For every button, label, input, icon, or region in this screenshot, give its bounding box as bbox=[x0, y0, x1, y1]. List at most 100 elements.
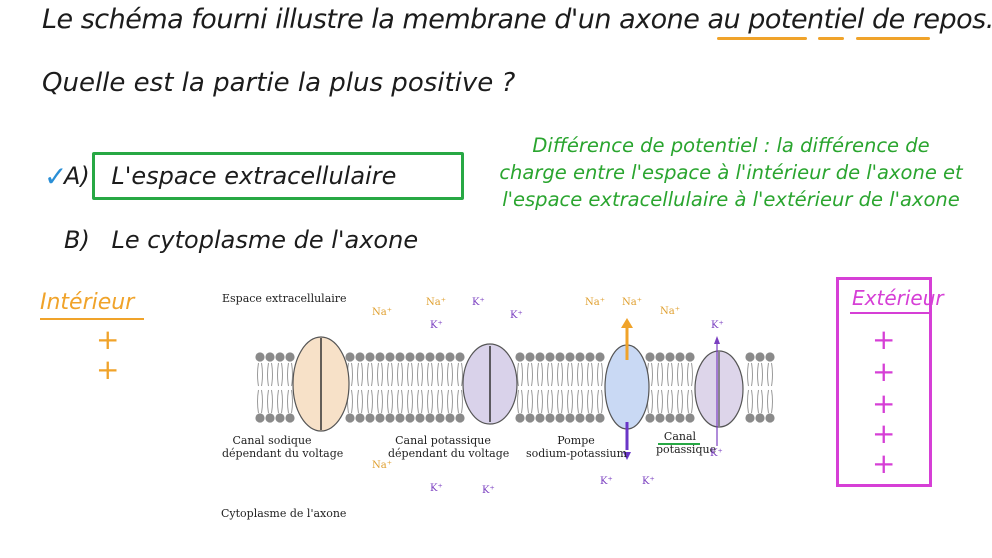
lipid-head bbox=[355, 413, 365, 423]
lipid-head bbox=[285, 413, 295, 423]
option-a[interactable]: A) L'espace extracellulaire bbox=[64, 162, 396, 190]
lipid-tail bbox=[277, 362, 279, 387]
lipid-tail bbox=[441, 362, 443, 387]
lipid-tail bbox=[691, 362, 693, 387]
definition-note: Différence de potentiel : la différence … bbox=[499, 134, 963, 211]
lipid-tail bbox=[677, 362, 679, 387]
na-ion: Na⁺ bbox=[660, 306, 680, 317]
lipid-tail bbox=[291, 389, 293, 414]
lipid-tail bbox=[451, 389, 453, 414]
pump-label-line2: sodium-potassium bbox=[526, 447, 628, 460]
k-leak-channel-label-line2: potassique bbox=[656, 443, 717, 456]
lipid-head bbox=[665, 413, 675, 423]
lipid-tail bbox=[587, 362, 589, 387]
lipid-head bbox=[575, 413, 585, 423]
lipid-head bbox=[395, 352, 405, 362]
option-a-text: L'espace extracellulaire bbox=[111, 162, 397, 190]
lipid-tail bbox=[381, 362, 383, 387]
lipid-head bbox=[665, 352, 675, 362]
lipid-tail bbox=[687, 362, 689, 387]
lipid-tail bbox=[557, 362, 559, 387]
lipid-tail bbox=[257, 389, 259, 414]
k-leak-channel-label-line1: Canal bbox=[663, 430, 697, 443]
lipid-tail bbox=[361, 362, 363, 387]
lipid-tail bbox=[421, 362, 423, 387]
lipid-tail bbox=[267, 389, 269, 414]
lipid-tail bbox=[381, 389, 383, 414]
lipid-tail bbox=[521, 362, 523, 387]
lipid-tail bbox=[407, 389, 409, 414]
lipid-tail bbox=[591, 362, 593, 387]
lipid-tail bbox=[351, 389, 353, 414]
lipid-head bbox=[265, 352, 275, 362]
lipid-tail bbox=[651, 389, 653, 414]
lipid-tail bbox=[437, 362, 439, 387]
lipid-head bbox=[585, 352, 595, 362]
exterior-label-underline bbox=[850, 312, 932, 314]
lipid-head bbox=[535, 352, 545, 362]
lipid-tail bbox=[657, 389, 659, 414]
lipid-head bbox=[675, 352, 685, 362]
lipid-tail bbox=[287, 362, 289, 387]
lipid-tail bbox=[671, 389, 673, 414]
exterior-box bbox=[836, 277, 932, 487]
lipid-tail bbox=[557, 389, 559, 414]
lipid-tail bbox=[561, 362, 563, 387]
lipid-head bbox=[415, 413, 425, 423]
lipid-tail bbox=[537, 362, 539, 387]
lipid-tail bbox=[601, 362, 603, 387]
lipid-tail bbox=[757, 389, 759, 414]
option-b[interactable]: B) Le cytoplasme de l'axone bbox=[64, 226, 418, 254]
lipid-tail bbox=[391, 362, 393, 387]
k-ion: K⁺ bbox=[600, 476, 613, 487]
lipid-tail bbox=[427, 362, 429, 387]
lipid-tail bbox=[517, 362, 519, 387]
sodium-channel-label-line1: Canal sodique bbox=[232, 434, 312, 447]
lipid-tail bbox=[517, 389, 519, 414]
pump-label-line1: Pompe bbox=[557, 434, 595, 447]
lipid-head bbox=[515, 413, 525, 423]
lipid-tail bbox=[677, 389, 679, 414]
potassium-channel-label-line2: dépendant du voltage bbox=[388, 447, 510, 460]
option-b-letter: B) bbox=[64, 226, 90, 254]
lipid-tail bbox=[681, 389, 683, 414]
lipid-tail bbox=[597, 389, 599, 414]
exterior-plus-sign: + bbox=[872, 447, 896, 480]
k-ion: K⁺ bbox=[711, 320, 724, 331]
sodium-channel-label-line2: dépendant du voltage bbox=[222, 447, 344, 460]
lipid-tail bbox=[411, 362, 413, 387]
lipid-head bbox=[655, 413, 665, 423]
lipid-tail bbox=[661, 362, 663, 387]
lipid-head bbox=[435, 352, 445, 362]
lipid-head bbox=[375, 413, 385, 423]
lipid-head bbox=[415, 352, 425, 362]
lipid-tail bbox=[417, 389, 419, 414]
lipid-tail bbox=[691, 389, 693, 414]
question-line-2: Quelle est la partie la plus positive ? bbox=[42, 68, 516, 98]
cytoplasm-label: Cytoplasme de l'axone bbox=[221, 507, 347, 520]
lipid-tail bbox=[397, 362, 399, 387]
lipid-head bbox=[575, 352, 585, 362]
underline-potentiel bbox=[717, 37, 807, 40]
lipid-tail bbox=[671, 362, 673, 387]
lipid-tail bbox=[771, 362, 773, 387]
pump-label: Pompe sodium-potassium bbox=[526, 434, 628, 460]
lipid-tail bbox=[281, 362, 283, 387]
option-b-text: Le cytoplasme de l'axone bbox=[111, 226, 419, 254]
lipid-tail bbox=[357, 389, 359, 414]
lipid-head bbox=[565, 413, 575, 423]
lipid-head bbox=[765, 352, 775, 362]
lipid-tail bbox=[377, 362, 379, 387]
lipid-head bbox=[585, 413, 595, 423]
lipid-head bbox=[405, 413, 415, 423]
lipid-head bbox=[595, 413, 605, 423]
interior-plus-sign: + bbox=[96, 353, 120, 386]
lipid-tail bbox=[421, 389, 423, 414]
lipid-head bbox=[255, 352, 265, 362]
lipid-tail bbox=[457, 389, 459, 414]
lipid-head bbox=[275, 352, 285, 362]
exterior-plus-sign: + bbox=[872, 323, 896, 356]
lipid-tail bbox=[287, 389, 289, 414]
lipid-head bbox=[515, 352, 525, 362]
